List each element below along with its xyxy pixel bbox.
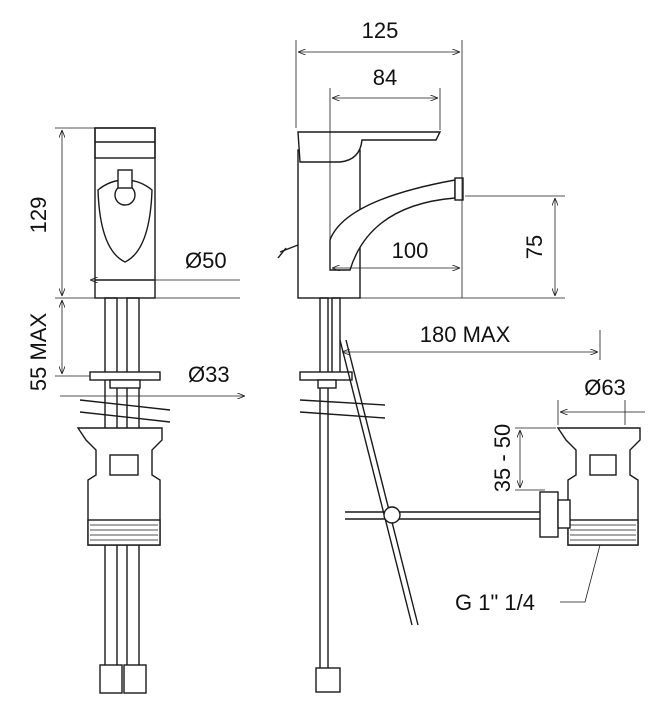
- waste-view: [539, 427, 641, 546]
- base-diameter-label: Ø50: [185, 248, 227, 273]
- height-label: 129: [26, 197, 51, 234]
- spout-height-label: 75: [522, 235, 547, 259]
- side-view: [277, 131, 540, 693]
- thread-label: G 1" 1/4: [455, 590, 535, 615]
- waste-diameter-label: Ø63: [584, 375, 626, 400]
- lever-length-label: 84: [373, 65, 397, 90]
- deck-thickness-label: 55 MAX: [26, 313, 51, 392]
- left-dimension-lines: [55, 127, 245, 396]
- width-label: 125: [362, 18, 399, 43]
- waste-range-label: 35 - 50: [490, 424, 515, 493]
- front-view: [76, 127, 171, 694]
- spout-reach-label: 100: [392, 238, 429, 263]
- hole-diameter-label: Ø33: [188, 362, 230, 387]
- right-dimension-lines: [515, 400, 645, 603]
- middle-dimension-lines: [295, 40, 601, 360]
- rod-reach-label: 180 MAX: [420, 322, 511, 347]
